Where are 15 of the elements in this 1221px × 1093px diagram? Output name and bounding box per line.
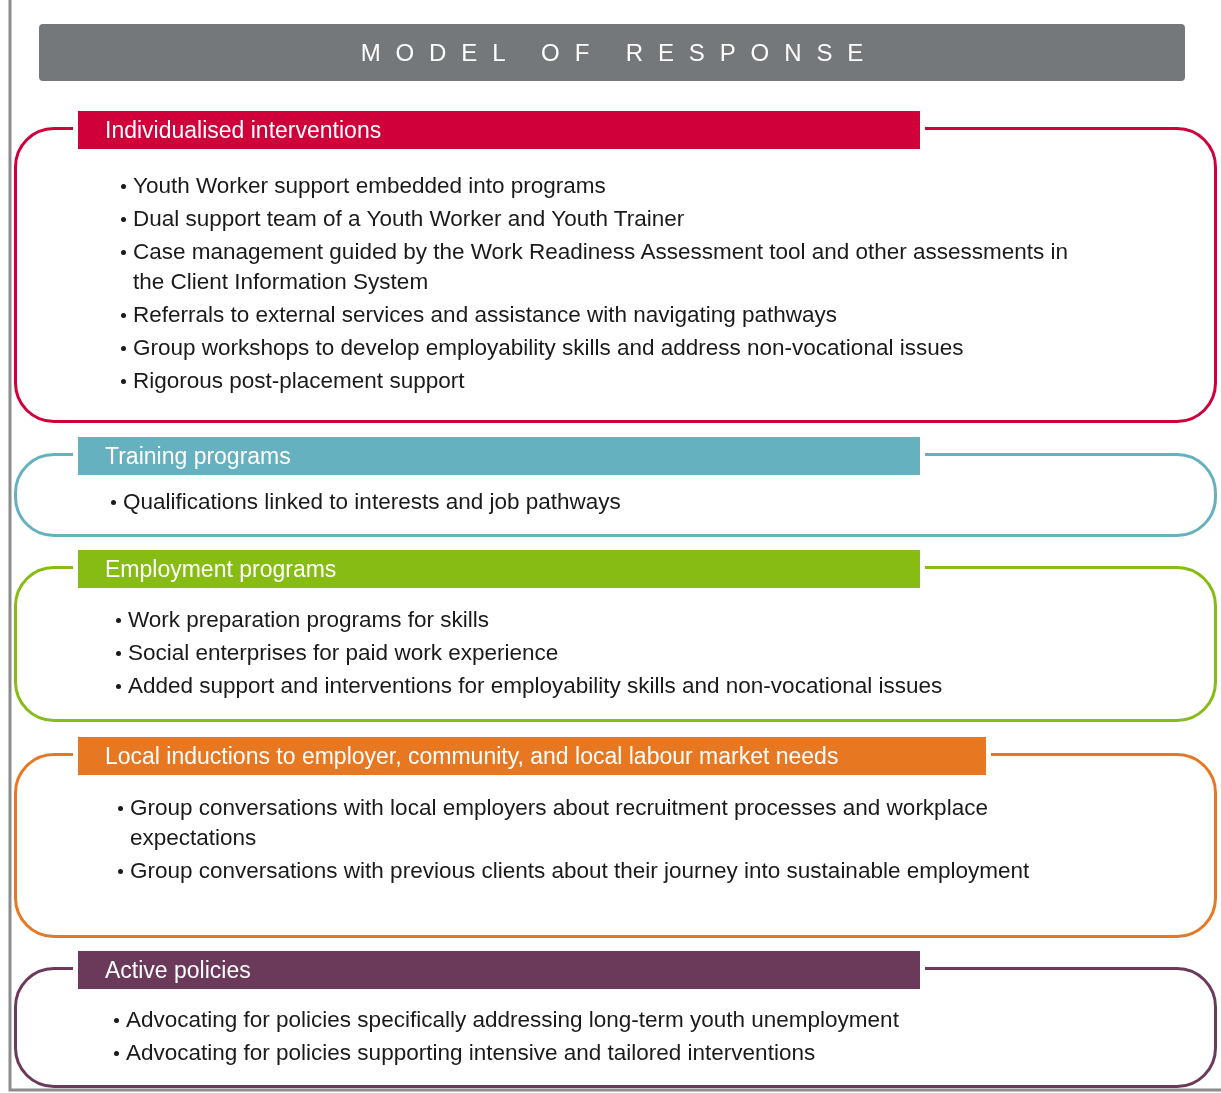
title-bar: MODEL OF RESPONSE bbox=[39, 24, 1185, 81]
bullet-text: Added support and interventions for employability skills and non-vocational issues bbox=[128, 673, 943, 698]
bullet-text: Case management guided by the Work Readiness Assessment tool and other assessments in the Client Information System bbox=[133, 239, 1069, 294]
bullet-text: Youth Worker support embedded into programs bbox=[133, 173, 606, 198]
bullet-text: Rigorous post-placement support bbox=[133, 368, 465, 393]
bullet-text: Referrals to external services and assistance with navigating pathways bbox=[133, 302, 838, 327]
bullet-text: Qualifications linked to interests and job pathways bbox=[123, 489, 621, 514]
bullet-text: Social enterprises for paid work experience bbox=[128, 640, 559, 665]
bullet-text: Group conversations with local employers about recruitment processes and workplace expectations bbox=[130, 795, 988, 850]
bullet-text: Advocating for policies supporting intensive and tailored interventions bbox=[126, 1040, 816, 1065]
bullet-text: Group conversations with previous clients about their journey into sustainable employment bbox=[130, 858, 1030, 883]
bullet-text: Advocating for policies specifically addressing long-term youth unemployment bbox=[126, 1007, 899, 1032]
bullet-text: Dual support team of a Youth Worker and Youth Trainer bbox=[133, 206, 685, 231]
bullet-text: Group workshops to develop employability skills and address non-vocational issues bbox=[133, 335, 964, 360]
bullet-text: Work preparation programs for skills bbox=[128, 607, 489, 632]
